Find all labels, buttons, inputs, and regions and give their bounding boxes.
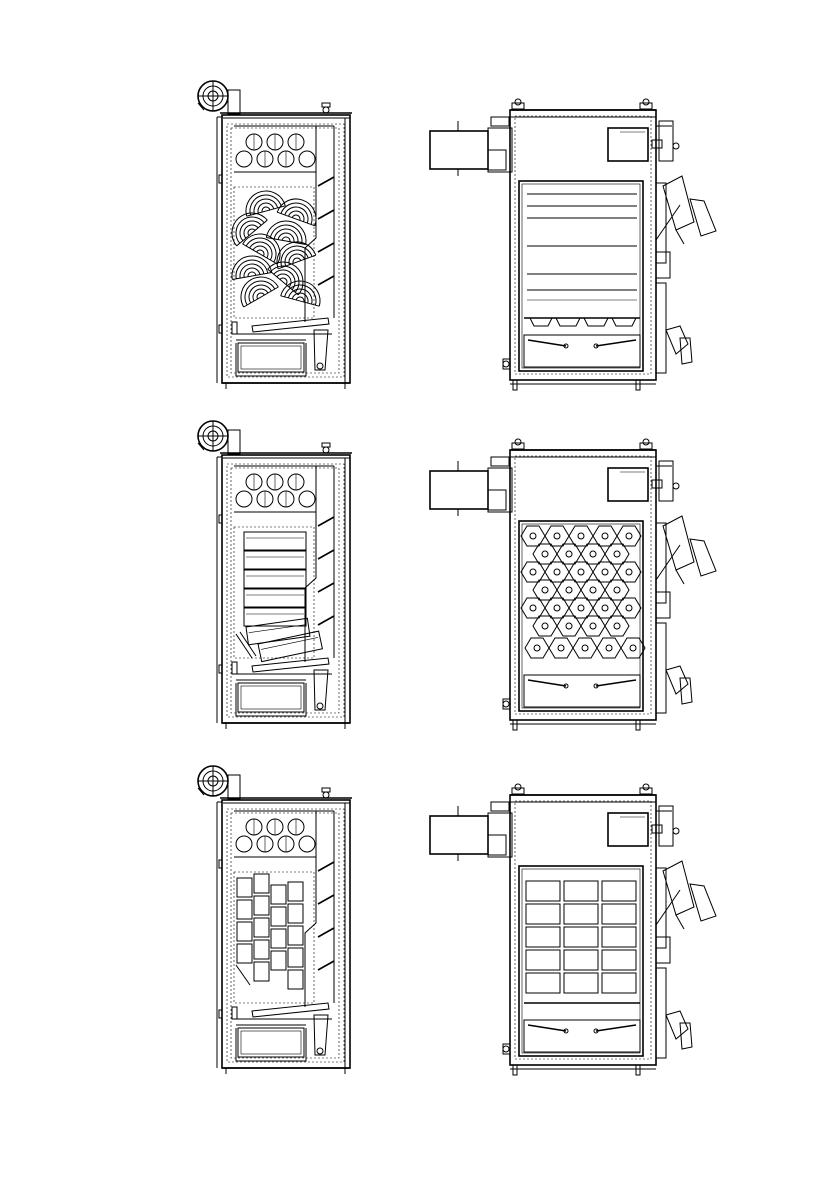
front-firebox-shelves-1	[524, 194, 640, 326]
side-section-view-2	[198, 421, 352, 729]
row-3	[198, 766, 716, 1075]
front-view-2	[430, 439, 716, 730]
square-briquette-fuel-side	[236, 874, 303, 989]
front-view-1	[430, 99, 716, 390]
slab-fuel	[236, 532, 322, 662]
front-view-3	[430, 784, 716, 1075]
square-briquette-fuel-front	[524, 881, 640, 1003]
hexagonal-briquette-fuel	[521, 526, 645, 658]
row-1	[198, 81, 716, 390]
side-section-view-3	[198, 766, 352, 1074]
row-2	[198, 421, 716, 730]
log-ring-fuel	[224, 187, 325, 307]
